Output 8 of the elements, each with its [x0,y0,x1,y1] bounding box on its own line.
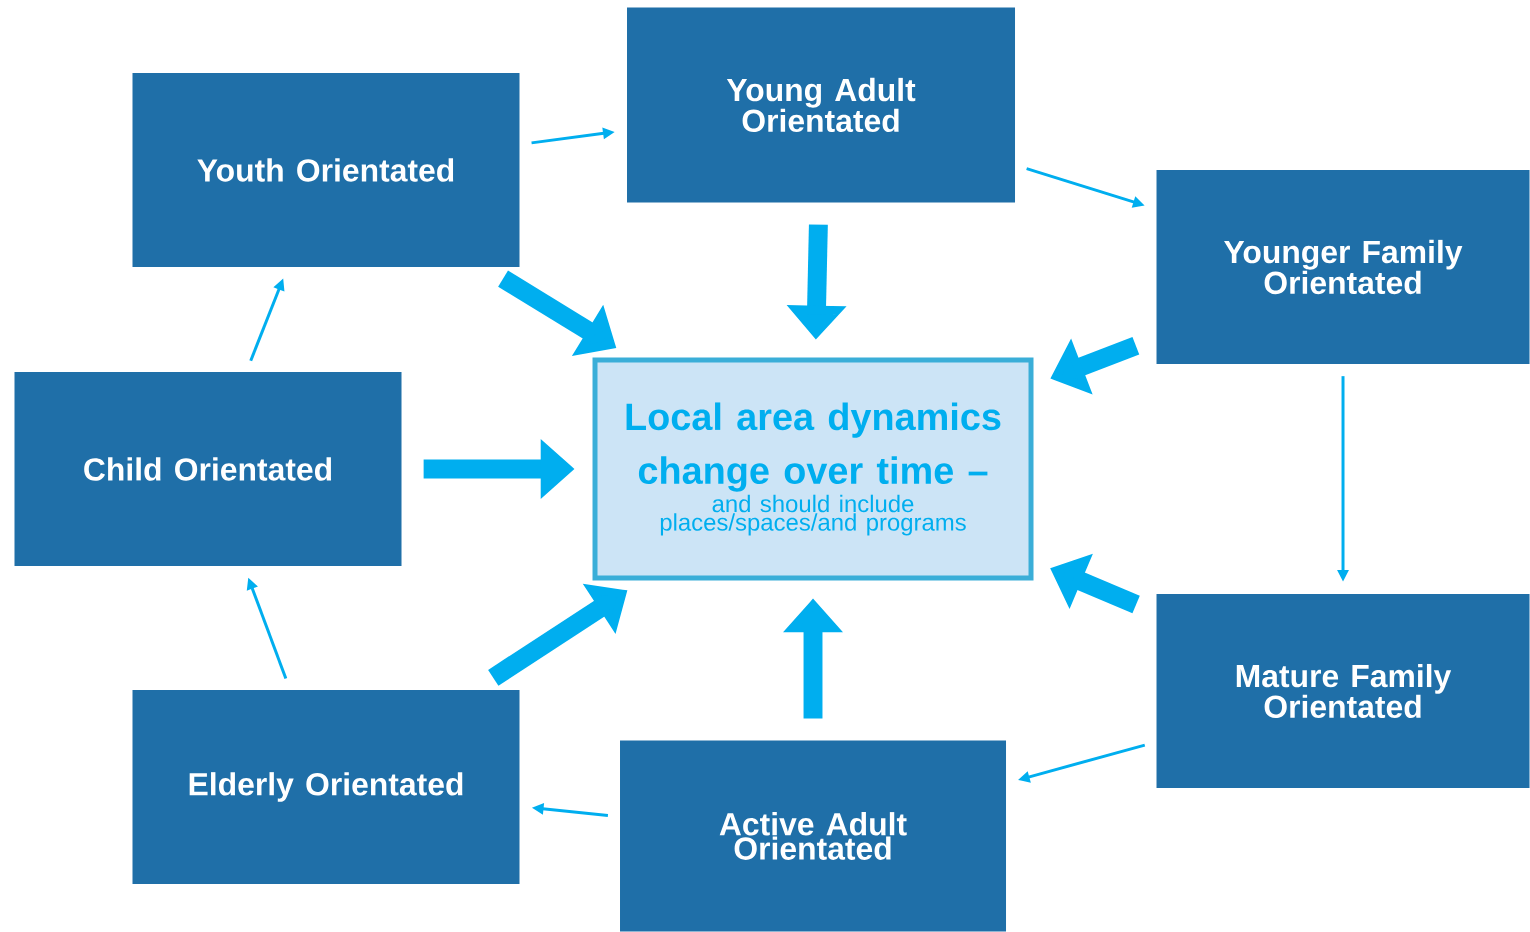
category-box: Young Adult Orientated [627,7,1015,203]
category-box: Youth Orientated [132,73,520,267]
category-box: Elderly Orientated [132,690,520,884]
category-box: Child Orientated [14,372,402,566]
focus-box: Local area dynamics change over time – and should include places/spaces/and programs [592,357,1034,581]
category-box: Younger Family Orientated [1156,170,1530,364]
category-box: Mature Family Orientated [1156,594,1530,788]
category-box: Active Adult Orientated [620,740,1006,932]
